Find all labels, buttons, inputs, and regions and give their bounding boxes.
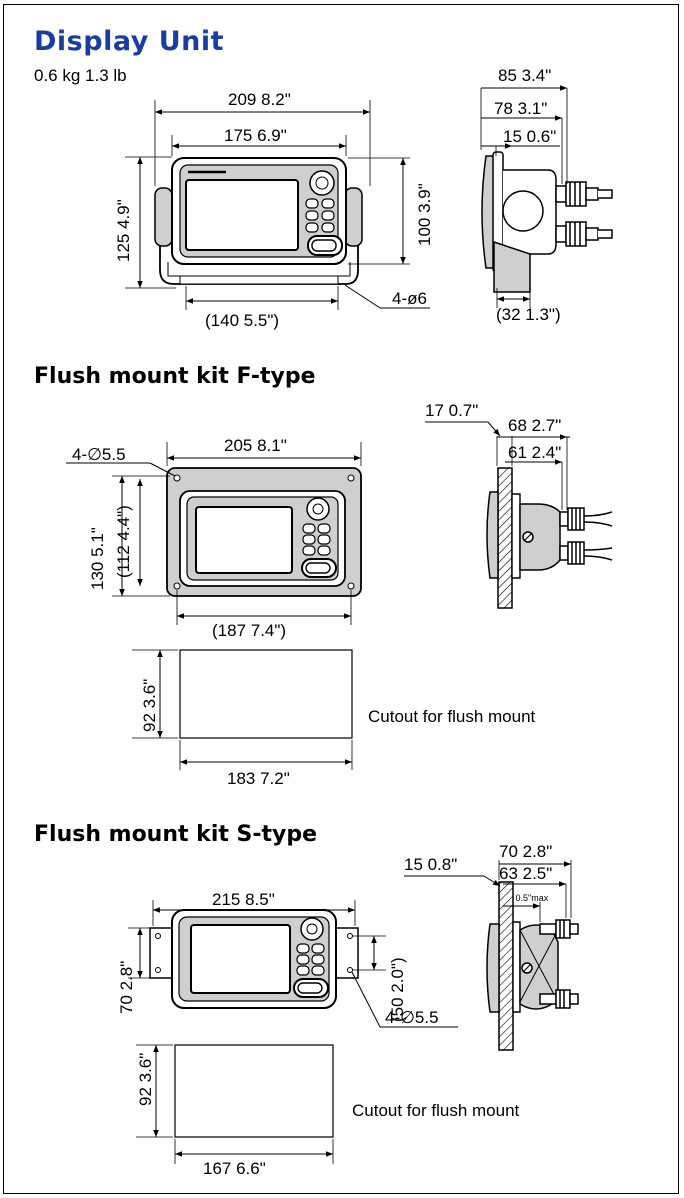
dim-width-f: 205 8.1" bbox=[224, 436, 287, 455]
dim-depth-total-f: 68 2.7" bbox=[508, 416, 562, 435]
cutout-label-s: Cutout for flush mount bbox=[352, 1101, 520, 1120]
cutout-width-f: 183 7.2" bbox=[227, 769, 290, 788]
dim-width-total: 209 8.2" bbox=[228, 90, 291, 109]
display-unit-front-view bbox=[154, 157, 363, 285]
flush-f-side-view bbox=[486, 467, 613, 609]
dim-depth-body-s: 63 2.5" bbox=[499, 864, 553, 883]
flush-f-dimensions bbox=[66, 442, 362, 625]
flush-s-dimensions bbox=[128, 900, 458, 1028]
dim-base: (140 5.5") bbox=[205, 311, 280, 330]
section-title-flush-s: Flush mount kit S-type bbox=[34, 822, 318, 847]
dim-depth-body: 78 3.1" bbox=[494, 99, 548, 118]
flush-s-cutout bbox=[136, 1044, 334, 1164]
dim-depth-total: 85 3.4" bbox=[498, 66, 552, 85]
cutout-label-f: Cutout for flush mount bbox=[368, 707, 536, 726]
display-unit-side-view bbox=[481, 151, 613, 293]
flush-s-side-view bbox=[486, 881, 579, 1051]
dim-holes-du: 4-ø6 bbox=[392, 289, 427, 308]
flush-f-side-dimensions bbox=[425, 421, 570, 510]
dim-holes-f: 4-∅5.5 bbox=[72, 445, 126, 464]
dim-width-s: 215 8.5" bbox=[212, 890, 275, 909]
display-unit-front-dimensions bbox=[125, 100, 430, 310]
dim-bracket: (32 1.3") bbox=[496, 305, 561, 324]
flush-f-front-view bbox=[166, 467, 362, 597]
dim-max-s: 12 0.5"max bbox=[503, 893, 549, 903]
dim-panel-s: 15 0.8" bbox=[404, 855, 458, 874]
dim-hole-spacing-f: (187 7.4") bbox=[212, 621, 287, 640]
page-frame bbox=[3, 4, 679, 1194]
dim-width-body: 175 6.9" bbox=[224, 126, 287, 145]
dim-depth-body-f: 61 2.4" bbox=[508, 443, 562, 462]
dim-depth-front: 15 0.6" bbox=[503, 127, 557, 146]
dim-panel-f: 17 0.7" bbox=[425, 401, 479, 420]
dim-holes-s: 4-∅5.5 bbox=[385, 1008, 439, 1027]
flush-s-front-view bbox=[149, 909, 359, 1009]
cutout-width-s: 167 6.6" bbox=[203, 1159, 266, 1178]
section-title-flush-f: Flush mount kit F-type bbox=[34, 364, 316, 389]
flush-s-side-dimensions bbox=[404, 860, 572, 922]
dim-depth-total-s: 70 2.8" bbox=[499, 842, 553, 861]
display-unit-side-dimensions bbox=[480, 85, 568, 308]
weight-label: 0.6 kg 1.3 lb bbox=[34, 66, 127, 85]
flush-f-cutout bbox=[132, 649, 353, 770]
section-title-display-unit: Display Unit bbox=[34, 26, 225, 57]
